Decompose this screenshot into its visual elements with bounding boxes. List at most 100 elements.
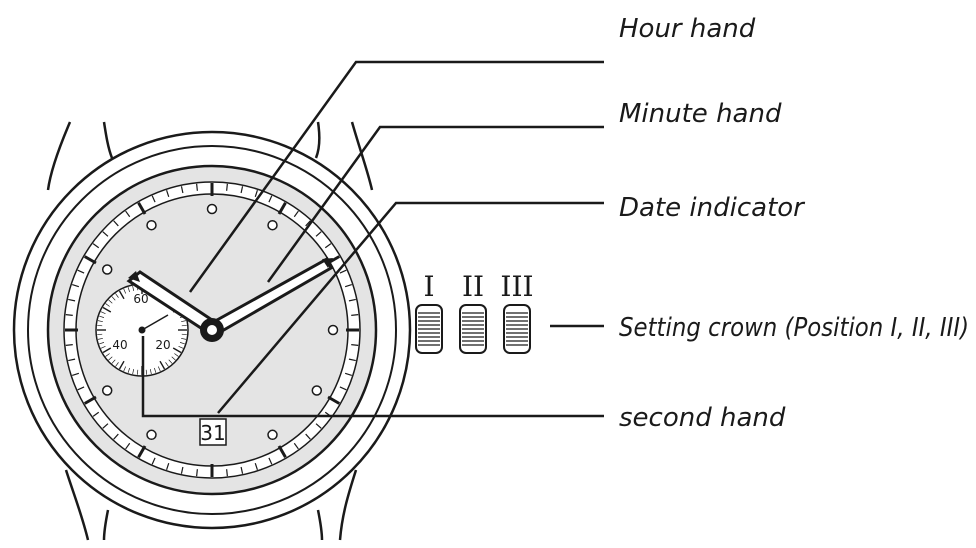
watch-strap <box>46 121 374 541</box>
subdial-tick <box>99 342 105 345</box>
minute-tick <box>166 190 170 198</box>
minute-tick <box>68 298 76 302</box>
minute-tick <box>72 372 80 376</box>
subdial-tick <box>136 369 139 375</box>
subdial-tick <box>174 353 179 357</box>
subdial-tick <box>154 367 157 373</box>
hour-marker <box>311 385 323 396</box>
minute-tick <box>72 284 80 288</box>
minute-tick <box>151 195 156 203</box>
subdial-tick <box>115 362 119 367</box>
hour-marker <box>267 429 278 441</box>
date-value: 31 <box>200 421 225 445</box>
minute-tick <box>77 386 85 391</box>
minute-tick <box>339 269 347 274</box>
label-setting-crown: Setting crown (Position I, II, III) <box>619 313 969 343</box>
subdial-tick <box>168 359 173 364</box>
minute-tick <box>293 210 299 218</box>
subdial-tick <box>165 362 169 367</box>
minute-tick <box>83 255 97 265</box>
minute-tick <box>180 466 184 474</box>
minute-tick <box>125 442 131 450</box>
date-indicator-leader <box>217 201 604 414</box>
minute-tick <box>315 231 322 237</box>
minute-tick <box>268 457 273 465</box>
label-second-hand: second hand <box>619 403 786 433</box>
subdial-tick <box>132 369 135 375</box>
crown-position-2: II <box>462 270 484 303</box>
subdial-tick <box>123 366 127 372</box>
second-hand-leader <box>141 336 604 418</box>
minute-tick <box>113 220 119 227</box>
minute-tick <box>77 269 85 274</box>
label-date-indicator: Date indicator <box>619 193 806 223</box>
minute-tick <box>344 284 352 288</box>
minute-tick <box>344 372 352 376</box>
subdial-tick <box>172 347 182 354</box>
subdial-tick <box>181 320 187 323</box>
minute-tick <box>92 243 100 249</box>
subdial-tick <box>115 293 119 298</box>
minute-tick <box>226 183 228 191</box>
subdial-tick <box>159 360 166 370</box>
subdial-tick <box>99 315 105 318</box>
minute-tick <box>92 411 100 417</box>
minute-tick <box>327 395 341 405</box>
minute-tick <box>102 423 109 429</box>
subdial-tick <box>145 369 148 375</box>
label-minute-hand: Minute hand <box>619 99 782 129</box>
subdial-tick <box>105 353 110 357</box>
crown-position-3: III <box>500 270 533 303</box>
subdial-tick <box>181 324 187 327</box>
minute-tick <box>305 433 311 440</box>
subdial-tick <box>132 285 135 291</box>
minute-tick <box>240 186 244 194</box>
subdial-tick <box>127 367 130 373</box>
subdial-label-40: 40 <box>112 338 127 352</box>
subdial-tick <box>178 345 184 349</box>
subdial-tick <box>149 369 152 375</box>
subdial-tick <box>118 360 125 370</box>
date-window: 31 <box>199 418 227 446</box>
watch-hands <box>126 256 333 342</box>
minute-tick <box>196 183 198 191</box>
minute-tick <box>83 395 97 405</box>
minute-tick <box>254 462 258 470</box>
minute-tick <box>348 358 356 362</box>
subdial-tick <box>171 356 176 361</box>
subdial-tick <box>108 356 113 361</box>
minute-tick <box>151 457 156 465</box>
hour-marker <box>146 429 157 441</box>
subdial-tick <box>127 287 130 293</box>
minute-tick <box>348 298 356 302</box>
setting-crowns: I II III <box>415 270 534 354</box>
minute-tick <box>137 445 147 459</box>
subdial-tick <box>111 359 116 364</box>
minute-tick <box>65 344 73 346</box>
minute-tick <box>68 358 76 362</box>
subdial-tick <box>118 290 125 300</box>
minute-tick <box>113 433 119 440</box>
subdial-tick <box>181 333 187 336</box>
subdial-tick <box>102 347 112 354</box>
minute-tick <box>65 314 73 316</box>
label-hour-hand: Hour hand <box>619 14 756 44</box>
subdial-tick <box>97 324 103 327</box>
hour-marker <box>146 219 157 231</box>
subdial-tick <box>97 337 103 340</box>
minute-tick <box>166 462 170 470</box>
minute-tick <box>324 243 332 249</box>
minute-tick <box>226 469 228 477</box>
minute-tick <box>196 469 198 477</box>
minute-tick <box>240 466 244 474</box>
subdial-tick <box>108 299 113 304</box>
subdial-tick <box>105 303 110 307</box>
hour-marker <box>101 385 113 396</box>
subdial-tick <box>100 311 106 315</box>
subdial-tick <box>100 345 106 349</box>
minute-tick <box>339 386 347 391</box>
hour-marker <box>206 203 218 215</box>
minute-tick <box>268 195 273 203</box>
subdial-tick <box>157 366 161 372</box>
